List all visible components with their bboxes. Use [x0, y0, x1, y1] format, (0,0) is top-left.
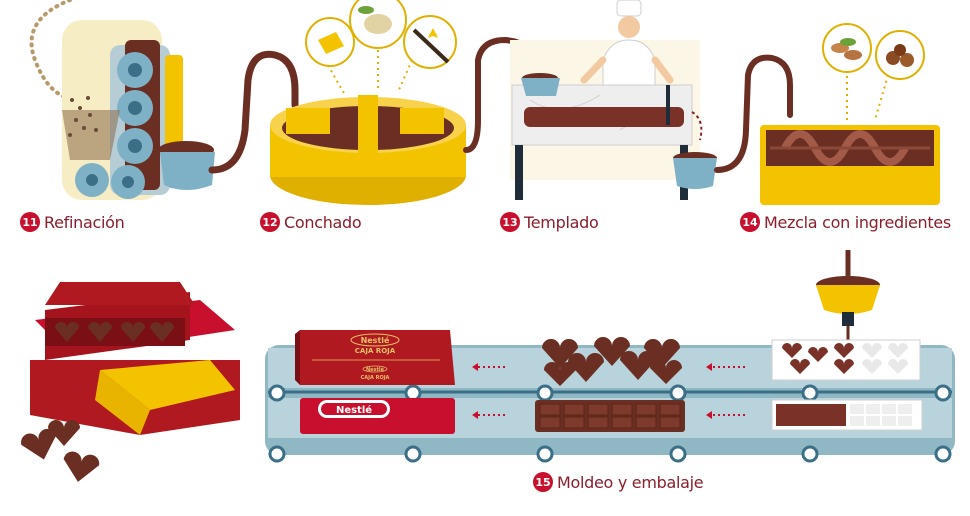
molded-hearts	[542, 337, 682, 386]
dashed-arrow-13	[691, 111, 703, 141]
refining-machine	[62, 20, 215, 200]
caja-roja-small-title: CAJA ROJA	[361, 375, 390, 381]
step-number-badge: 15	[533, 472, 553, 492]
belt-arrows	[472, 363, 745, 419]
caja-roja-logo: Nestlé	[361, 335, 390, 345]
step-15-label: 15 Moldeo y embalaje	[533, 472, 704, 492]
loose-hearts	[21, 420, 100, 482]
tempering-bucket	[673, 152, 717, 189]
caja-roja-title: CAJA ROJA	[355, 347, 396, 355]
mixing-vat	[760, 125, 940, 205]
step-number-badge: 12	[260, 212, 280, 232]
step-title: Mezcla con ingredientes	[764, 212, 951, 232]
chef	[580, 0, 674, 86]
step-number-badge: 13	[500, 212, 520, 232]
caja-roja-small-logo: Nestlé	[366, 366, 385, 373]
step-title: Conchado	[284, 212, 362, 232]
step-title: Moldeo y embalaje	[557, 472, 704, 492]
caja-roja-box: Nestlé CAJA ROJA Nestlé CAJA ROJA	[295, 330, 455, 385]
chocolate-dispenser	[816, 250, 880, 340]
ingredient-bubbles	[305, 0, 457, 96]
molded-bar	[535, 400, 685, 432]
step-12-label: 12 Conchado	[260, 212, 362, 232]
step-number-badge: 14	[740, 212, 760, 232]
step-14-label: 14 Mezcla con ingredientes	[740, 212, 951, 232]
heart-mold-tray	[771, 339, 921, 381]
bar-mold-tray	[771, 399, 923, 431]
nestle-bar: Nestlé	[300, 398, 455, 434]
nut-bubbles	[822, 23, 925, 121]
step-number-badge: 11	[20, 212, 40, 232]
pipe-11-12	[208, 50, 299, 174]
step-title: Refinación	[44, 212, 125, 232]
conching-vat	[270, 95, 466, 205]
pipe-13-14	[714, 54, 793, 173]
nestle-bar-logo: Nestlé	[336, 404, 372, 416]
step-11-label: 11 Refinación	[20, 212, 125, 232]
step-13-label: 13 Templado	[500, 212, 599, 232]
gift-box	[30, 282, 240, 435]
step-title: Templado	[524, 212, 599, 232]
